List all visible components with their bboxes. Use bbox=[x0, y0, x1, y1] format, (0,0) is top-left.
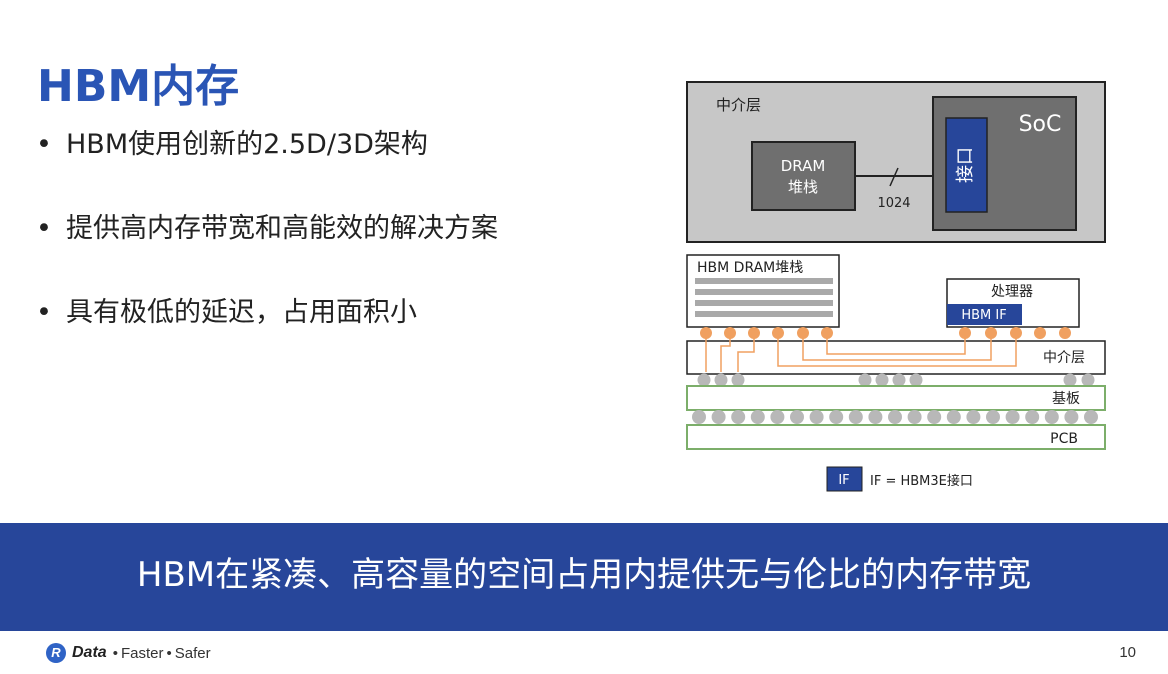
logo-brand: Data bbox=[72, 644, 107, 661]
c4-bump bbox=[875, 373, 889, 387]
page-number: 10 bbox=[1119, 644, 1136, 661]
dram-label-line1: DRAM bbox=[781, 157, 826, 175]
bga-ball bbox=[770, 410, 785, 424]
legend-key-box bbox=[826, 466, 863, 492]
bga-ball bbox=[790, 410, 804, 424]
micro-bump bbox=[985, 327, 997, 339]
bga-ball bbox=[809, 410, 824, 424]
micro-bump bbox=[700, 327, 712, 339]
c4-bump bbox=[731, 373, 745, 387]
bullet-text: 提供高内存带宽和高能效的解决方案 bbox=[66, 213, 498, 244]
bga-balls bbox=[692, 410, 1098, 424]
bga-ball bbox=[1044, 410, 1059, 424]
bga-ball bbox=[946, 410, 961, 424]
bga-ball bbox=[966, 410, 981, 424]
logo-icon: R bbox=[46, 643, 66, 663]
legend-key-label: IF bbox=[838, 473, 849, 488]
footer-word-faster: Faster bbox=[120, 644, 164, 662]
bullet-item: • HBM使用创新的2.5D/3D架构 bbox=[36, 126, 498, 210]
pcb-label: PCB bbox=[1050, 431, 1078, 447]
micro-bump bbox=[748, 327, 760, 339]
pcb-layer bbox=[686, 424, 1106, 450]
bga-ball bbox=[1084, 410, 1098, 424]
c4-bump bbox=[714, 373, 728, 387]
bga-ball bbox=[692, 410, 706, 424]
hbm-dram-stack-label: HBM DRAM堆栈 bbox=[697, 260, 803, 276]
bullet-item: • 具有极低的延迟，占用面积小 bbox=[36, 294, 498, 378]
interface-block bbox=[945, 117, 988, 213]
substrate-label: 基板 bbox=[1052, 390, 1080, 407]
legend-text: IF = HBM3E接口 bbox=[870, 473, 973, 489]
c4-bump bbox=[1063, 373, 1077, 387]
bga-ball bbox=[1064, 410, 1079, 424]
bga-ball bbox=[750, 410, 765, 424]
footer-separator: • bbox=[166, 644, 172, 662]
bga-ball bbox=[868, 410, 883, 424]
bullet-dot: • bbox=[36, 213, 52, 244]
interface-label: 接口 bbox=[955, 147, 976, 183]
micro-bump bbox=[772, 327, 784, 339]
c4-bump bbox=[1081, 373, 1095, 387]
soc-label: SoC bbox=[1019, 112, 1062, 137]
footer-logo: R Data • Faster • Safer bbox=[46, 642, 211, 664]
bga-ball bbox=[986, 410, 1000, 424]
bga-ball bbox=[1005, 410, 1020, 424]
bus-slash bbox=[889, 167, 899, 187]
slide-title: HBM内存 bbox=[37, 61, 240, 112]
bullet-text: 具有极低的延迟，占用面积小 bbox=[66, 297, 417, 328]
bga-ball bbox=[731, 410, 746, 424]
c4-bump bbox=[909, 373, 923, 387]
dram-die-layer bbox=[695, 289, 833, 295]
bga-ball bbox=[927, 410, 942, 424]
footer-word-safer: Safer bbox=[174, 644, 211, 662]
micro-bump bbox=[1034, 327, 1046, 339]
micro-bump bbox=[797, 327, 809, 339]
interposer-layer bbox=[686, 340, 1106, 375]
dram-die-layer bbox=[695, 300, 833, 306]
bga-ball bbox=[907, 410, 922, 424]
interposer-label: 中介层 bbox=[716, 96, 761, 114]
bullet-list: • HBM使用创新的2.5D/3D架构 • 提供高内存带宽和高能效的解决方案 • 具有… bbox=[36, 126, 498, 378]
c4-bump bbox=[892, 373, 906, 387]
micro-bump bbox=[1010, 327, 1022, 339]
dram-die-layer bbox=[695, 311, 833, 317]
dram-layers bbox=[695, 278, 833, 317]
hbm-if-block bbox=[947, 304, 1022, 325]
footer-separator: • bbox=[112, 644, 118, 662]
c4-bump bbox=[697, 373, 711, 387]
banner-text: HBM在紧凑、高容量的空间占用内提供无与伦比的内存带宽 bbox=[136, 555, 1032, 595]
dram-die-layer bbox=[695, 278, 833, 284]
bga-ball bbox=[888, 410, 902, 424]
micro-bumps bbox=[700, 327, 1071, 339]
bga-ball bbox=[829, 410, 844, 424]
bga-ball bbox=[711, 410, 726, 424]
hbm-if-label: HBM IF bbox=[961, 308, 1006, 323]
interposer-traces bbox=[705, 333, 1017, 372]
bga-ball bbox=[1025, 410, 1040, 424]
micro-bump bbox=[724, 327, 736, 339]
hbm-diagram: 中介层 DRAM 堆栈 1024 SoC 接口 HBM DRAM堆栈 处理器 H… bbox=[686, 81, 1106, 492]
c4-bumps bbox=[697, 373, 1095, 387]
bus-width-label: 1024 bbox=[877, 196, 910, 211]
micro-bump bbox=[959, 327, 971, 339]
substrate-layer bbox=[686, 385, 1106, 411]
bullet-item: • 提供高内存带宽和高能效的解决方案 bbox=[36, 210, 498, 294]
bullet-dot: • bbox=[36, 129, 52, 160]
bullet-dot: • bbox=[36, 297, 52, 328]
summary-banner: HBM在紧凑、高容量的空间占用内提供无与伦比的内存带宽 bbox=[0, 523, 1168, 631]
dram-stack-block bbox=[751, 141, 856, 211]
dram-label-line2: 堆栈 bbox=[788, 178, 818, 196]
c4-bump bbox=[858, 373, 872, 387]
bga-ball bbox=[848, 410, 863, 424]
processor-label: 处理器 bbox=[991, 284, 1033, 300]
micro-bump bbox=[1059, 327, 1071, 339]
interposer-layer-label: 中介层 bbox=[1043, 350, 1085, 366]
micro-bump bbox=[821, 327, 833, 339]
bullet-text: HBM使用创新的2.5D/3D架构 bbox=[66, 129, 428, 160]
